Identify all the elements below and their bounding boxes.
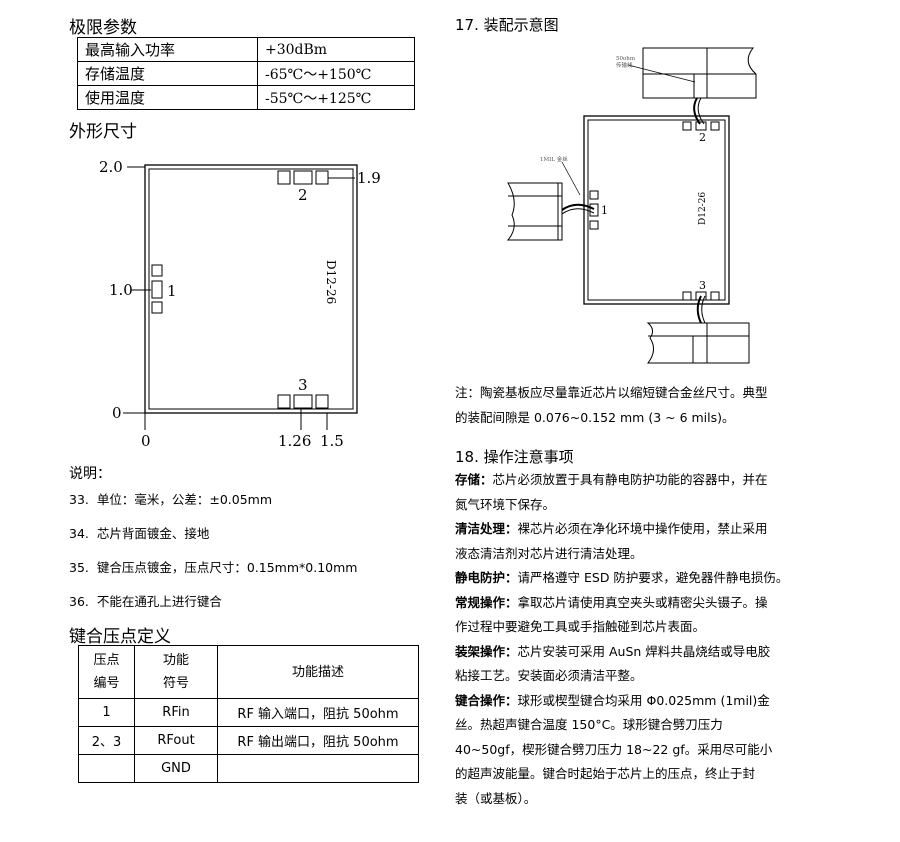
limit-label: 最高输入功率 [77, 37, 258, 62]
pad-3-label: 3 [298, 376, 308, 394]
list-item: 36. 不能在通孔上进行键合 [69, 594, 222, 609]
table-row: 使用温度 -55℃～+125℃ [77, 85, 415, 110]
notes-title: 说明： [69, 466, 111, 482]
limit-label: 使用温度 [77, 85, 258, 110]
left-substrate [506, 182, 563, 241]
top-substrate [642, 47, 757, 99]
pad-gnd [315, 170, 329, 185]
assembly-title: 17. 装配示意图 [455, 16, 559, 34]
chip-outline [144, 164, 358, 414]
list-item: 常规操作：拿取芯片请使用真空夹头或精密尖头镊子。操 作过程中要避免工具或手指触碰… [455, 594, 768, 635]
bond-wire [561, 203, 595, 211]
table-row: 最高输入功率 +30dBm [77, 37, 415, 62]
pad-gnd [315, 394, 329, 409]
list-item: 装架操作：芯片安装可采用 AuSn 焊料共晶烧结或导电胶 粘接工艺。安装面必须清… [455, 643, 771, 684]
pad-1 [151, 280, 163, 299]
pad-1-label: 1 [601, 204, 608, 217]
chip-outline [583, 115, 730, 305]
handling-title: 18. 操作注意事项 [455, 448, 574, 466]
pad-3-label: 3 [699, 279, 706, 292]
list-item: 清洁处理：裸芯片必须在净化环境中操作使用，禁止采用 液态清洁剂对芯片进行清洁处理… [455, 521, 768, 561]
line-label: 50ohm [616, 56, 636, 62]
list-item: 键合操作：球形或楔型键合均采用 Φ0.025mm (1mil)金 丝。热超声键合… [455, 692, 773, 806]
handling-list: 存储：芯片必须放置于具有静电防护功能的容器中，并在 氮气环境下保存。 清洁处理：… [455, 468, 815, 811]
wire-label: 1MIL 金丝 [540, 155, 568, 163]
pad-gnd [151, 264, 163, 277]
pad-2-label: 2 [298, 186, 308, 204]
pad-1-label: 1 [167, 282, 177, 300]
pad-2 [293, 170, 313, 185]
limit-value: +30dBm [257, 37, 415, 62]
list-item: 35. 键合压点镀金，压点尺寸：0.15mm*0.10mm [69, 560, 358, 575]
list-item: 34. 芯片背面镀金、接地 [69, 526, 210, 541]
pads-table: 压点编号 功能符号 功能描述 1 RFin RF 输入端口，阻抗 50ohm 2… [78, 645, 419, 783]
pad-3 [293, 394, 313, 409]
notes-list: 33. 单位：毫米，公差：±0.05mm 34. 芯片背面镀金、接地 35. 键… [69, 489, 357, 625]
limits-title: 极限参数 [69, 18, 137, 38]
assembly-drawing: 50ohm 传输线 1MIL 金丝 2 1 3 D12-26 [506, 47, 757, 364]
table-row: 存储温度 -65℃～+150℃ [77, 61, 415, 86]
limits-table: 最高输入功率 +30dBm 存储温度 -65℃～+150℃ 使用温度 -55℃～… [77, 37, 415, 110]
chip-marking: D12-26 [698, 192, 708, 225]
outline-title: 外形尺寸 [69, 122, 137, 142]
line-label-cn: 传输线 [616, 61, 633, 69]
dim-y-mid: 1.0 [109, 281, 133, 299]
limit-value: -55℃～+125℃ [257, 85, 415, 110]
dim-y-zero: 0 [112, 404, 122, 422]
dim-x-15: 1.5 [320, 432, 344, 450]
dim-y-top: 2.0 [99, 158, 123, 176]
list-item: 33. 单位：毫米，公差：±0.05mm [69, 492, 273, 507]
table-row: GND [78, 754, 419, 783]
pad-gnd [151, 301, 163, 314]
limit-label: 存储温度 [77, 61, 258, 86]
table-row: 2、3 RFout RF 输出端口，阻抗 50ohm [78, 726, 419, 755]
chip-marking: D12-26 [324, 260, 338, 304]
list-item: 存储：芯片必须放置于具有静电防护功能的容器中，并在 氮气环境下保存。 [455, 472, 768, 512]
outline-drawing: 2.0 1.0 0 0 1.26 1.5 1.9 2 1 3 D12-26 [99, 158, 381, 450]
limit-value: -65℃～+150℃ [257, 61, 415, 86]
table-header: 压点编号 功能符号 功能描述 [78, 645, 419, 699]
pads-title: 键合压点定义 [69, 627, 171, 647]
dim-pad-top: 1.9 [357, 169, 381, 187]
bottom-substrate [646, 322, 750, 364]
pad-gnd [277, 170, 291, 185]
assembly-note: 注：陶瓷基板应尽量靠近芯片以缩短键合金丝尺寸。典型 的装配间隙是 0.076~0… [455, 385, 768, 425]
dim-x-zero: 0 [141, 432, 151, 450]
bond-wire [693, 97, 701, 125]
list-item: 静电防护：请严格遵守 ESD 防护要求，避免器件静电损伤。 [455, 570, 789, 585]
table-row: 1 RFin RF 输入端口，阻抗 50ohm [78, 698, 419, 727]
pad-2-label: 2 [699, 131, 706, 144]
dim-x-126: 1.26 [278, 432, 311, 450]
pad-gnd [277, 394, 291, 409]
chip-inner-outline [148, 168, 354, 410]
